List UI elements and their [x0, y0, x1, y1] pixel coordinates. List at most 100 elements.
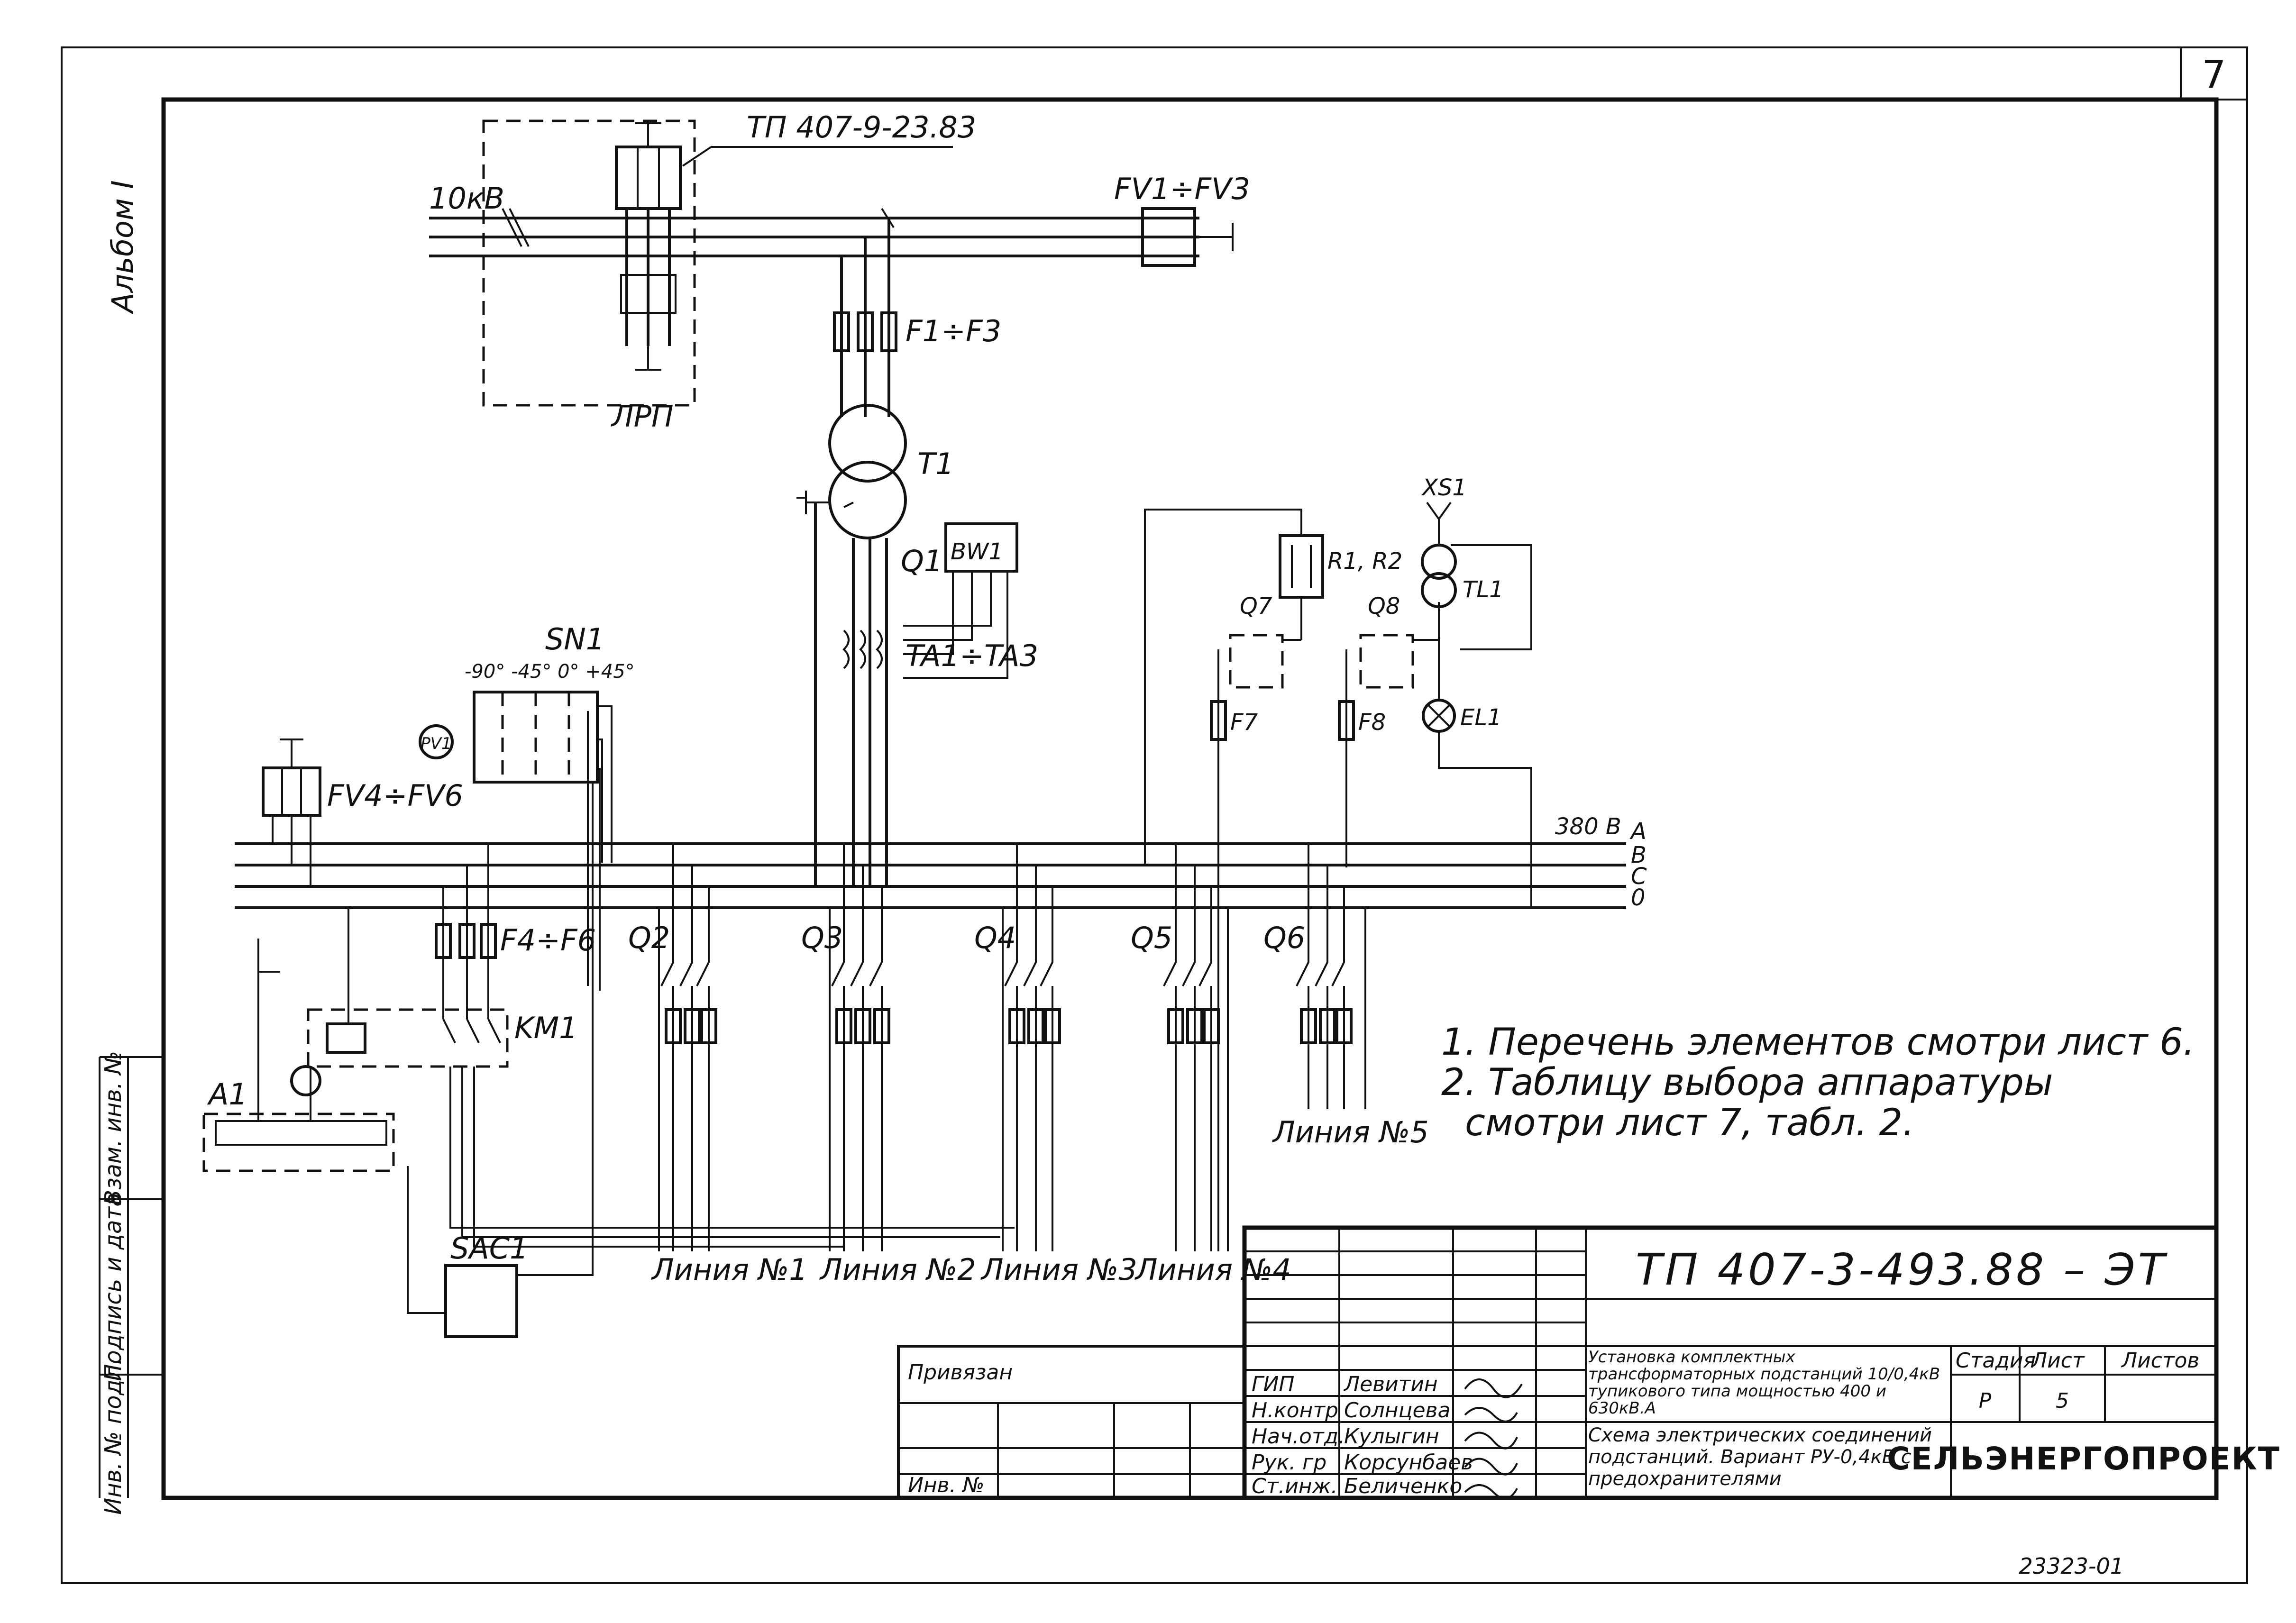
- sig-1-role: ГИП: [1252, 1372, 1295, 1396]
- f8-label: F8: [1358, 709, 1386, 736]
- sig-1-name: Левитин: [1343, 1372, 1438, 1396]
- feeder-2-line: Линия №2: [819, 1252, 976, 1287]
- fuse-f4: [435, 923, 452, 959]
- lighting-control: F4÷F6 KM1 A1 SAC1: [202, 782, 596, 1338]
- project-ref: ТП 407-9-23.83: [747, 110, 976, 145]
- aux-circuits: R1, R2 Q7 F7 Q8 F8 XS1 TL1 EL1: [1144, 474, 1532, 1251]
- sig-3-name: Кулыгин: [1344, 1424, 1439, 1449]
- sheet-value: 5: [2056, 1389, 2069, 1413]
- current-transformer-label: TA1÷TA3: [906, 638, 1038, 673]
- transformer-secondary-icon: [828, 461, 907, 539]
- meter-label: BW1: [951, 538, 1003, 565]
- note-2: 2. Таблицу выбора аппаратуры: [1441, 1061, 2053, 1104]
- feeder-5-line: Линия №5: [1272, 1115, 1429, 1149]
- feeder-1: Q2 Линия №1: [628, 844, 808, 1287]
- contactor-box: [307, 1008, 509, 1068]
- lv-arresters: FV4÷FV6: [262, 739, 463, 886]
- transformer-label: T1: [917, 447, 954, 481]
- lv-arrester-label: FV4÷FV6: [327, 778, 463, 813]
- stage-header: Стадия: [1956, 1349, 2036, 1373]
- photo-relay-label: A1: [207, 1077, 247, 1112]
- feeder-3: Q4 Линия №3: [974, 844, 1137, 1287]
- feeder-4-line: Линия №4: [1134, 1252, 1291, 1287]
- busbar-phase-b: B: [1631, 842, 1647, 868]
- fuse-f1: [833, 311, 850, 352]
- title-block: ТП 407-3-493.88 – ЭТ Привязан Инв. № ГИП…: [897, 1225, 2279, 1500]
- feeder-2-breaker: Q3: [801, 921, 843, 955]
- contactor-label: KM1: [514, 1011, 578, 1045]
- album-label: Альбом I: [105, 180, 140, 315]
- busbar: 380 В A B C 0: [235, 813, 1647, 911]
- busbar-phase-0: 0: [1631, 884, 1646, 911]
- fuse-f5: [458, 923, 476, 959]
- feeder-5-breaker: Q6: [1263, 921, 1305, 955]
- lamp-icon: [1422, 699, 1456, 733]
- inv-label: Инв. №: [908, 1473, 984, 1497]
- photo-sensor-icon: [290, 1065, 321, 1096]
- voltmeter-switch: SN1 -90° -45° 0° +45° PV1: [419, 622, 635, 991]
- feeder-5: Q6 Линия №5: [1263, 844, 1429, 1149]
- meter-box: [944, 522, 1018, 573]
- resistor-label: R1, R2: [1327, 548, 1402, 574]
- side-label-sign-date: Подпись и дата: [100, 1193, 127, 1381]
- tl-primary-icon: [1421, 544, 1457, 580]
- lv-arrester-icon: [262, 766, 321, 817]
- surge-arrester-hv-label: FV1÷FV3: [1114, 172, 1250, 206]
- q7-label: Q7: [1240, 593, 1272, 620]
- sig-2-name: Солнцева: [1344, 1398, 1450, 1422]
- switch-sn-positions: -90° -45° 0° +45°: [465, 661, 635, 683]
- selector-switch-box: [444, 1264, 518, 1338]
- main-breaker-label: Q1: [901, 544, 942, 578]
- fuse-lv-label: F4÷F6: [500, 923, 596, 957]
- sig-5-role: Ст.инж.: [1252, 1474, 1337, 1498]
- doc-code: ТП 407-3-493.88 – ЭТ: [1636, 1244, 2168, 1295]
- tl-label: TL1: [1463, 576, 1504, 603]
- sig-4-role: Рук. гр: [1252, 1450, 1326, 1475]
- fuse-f6: [480, 923, 497, 959]
- sheet-corner-number: 7: [2202, 53, 2226, 97]
- photo-relay-box: [202, 1112, 395, 1172]
- contactor-coil: [326, 1022, 366, 1054]
- disconnector-box: [482, 119, 696, 407]
- handwritten-signatures: [1464, 1378, 1523, 1500]
- note-3: смотри лист 7, табл. 2.: [1465, 1102, 1914, 1144]
- busbar-voltage-label: 380 В: [1555, 813, 1621, 840]
- busbar-phase-c: C: [1631, 863, 1647, 890]
- sig-4-name: Корсунбаев: [1344, 1450, 1473, 1475]
- feeder-1-breaker: Q2: [628, 921, 670, 955]
- voltmeter-icon: [419, 724, 454, 759]
- feeder-4: Q5 Линия №4: [1131, 844, 1291, 1287]
- busbar-phase-a: A: [1629, 818, 1647, 845]
- disconnector-box-label: ЛРП: [611, 399, 674, 434]
- fuse-f3: [880, 311, 897, 352]
- q8-box: [1359, 634, 1414, 689]
- transformer-primary-icon: [828, 404, 907, 483]
- q7-box: [1229, 634, 1284, 689]
- note-1: 1. Перечень элементов смотри лист 6.: [1441, 1021, 2195, 1064]
- sig-2-role: Н.контр: [1252, 1398, 1338, 1422]
- switch-sn-label: SN1: [545, 622, 604, 656]
- q8-label: Q8: [1368, 593, 1400, 620]
- feeders: Q2 Линия №1 Q3 Линия №2 Q4: [449, 844, 1429, 1287]
- feeder-3-breaker: Q4: [974, 921, 1016, 955]
- sheet-header: Лист: [2031, 1349, 2085, 1373]
- voltmeter-label: PV1: [421, 734, 451, 753]
- side-label-replace-inv: Взам. инв. №: [100, 1051, 127, 1205]
- feeder-2: Q3 Линия №2: [801, 844, 976, 1287]
- hv-section: 10кВ ЛРП ТП 407-9-23.83 FV1÷FV3: [429, 110, 1250, 539]
- feeder-3-line: Линия №3: [980, 1252, 1137, 1287]
- description-2: Схема электрических соединений подстанци…: [1588, 1424, 1932, 1490]
- sheets-header: Листов: [2121, 1349, 2199, 1373]
- stage-value: Р: [1979, 1389, 1992, 1413]
- sig-3-role: Нач.отд.: [1252, 1424, 1345, 1449]
- f7-label: F7: [1230, 709, 1258, 736]
- bound-box: [897, 1345, 1246, 1499]
- voltage-hv-label: 10кВ: [429, 181, 504, 216]
- side-label-inv-orig: Инв. № подл.: [100, 1358, 127, 1514]
- fuse-hv-label: F1÷F3: [906, 314, 1001, 348]
- lamp-label: EL1: [1460, 704, 1502, 731]
- archive-number: 23323-01: [2019, 1553, 2124, 1579]
- resistor-box: [1279, 534, 1324, 599]
- lrp-arrester-icon: [615, 146, 682, 210]
